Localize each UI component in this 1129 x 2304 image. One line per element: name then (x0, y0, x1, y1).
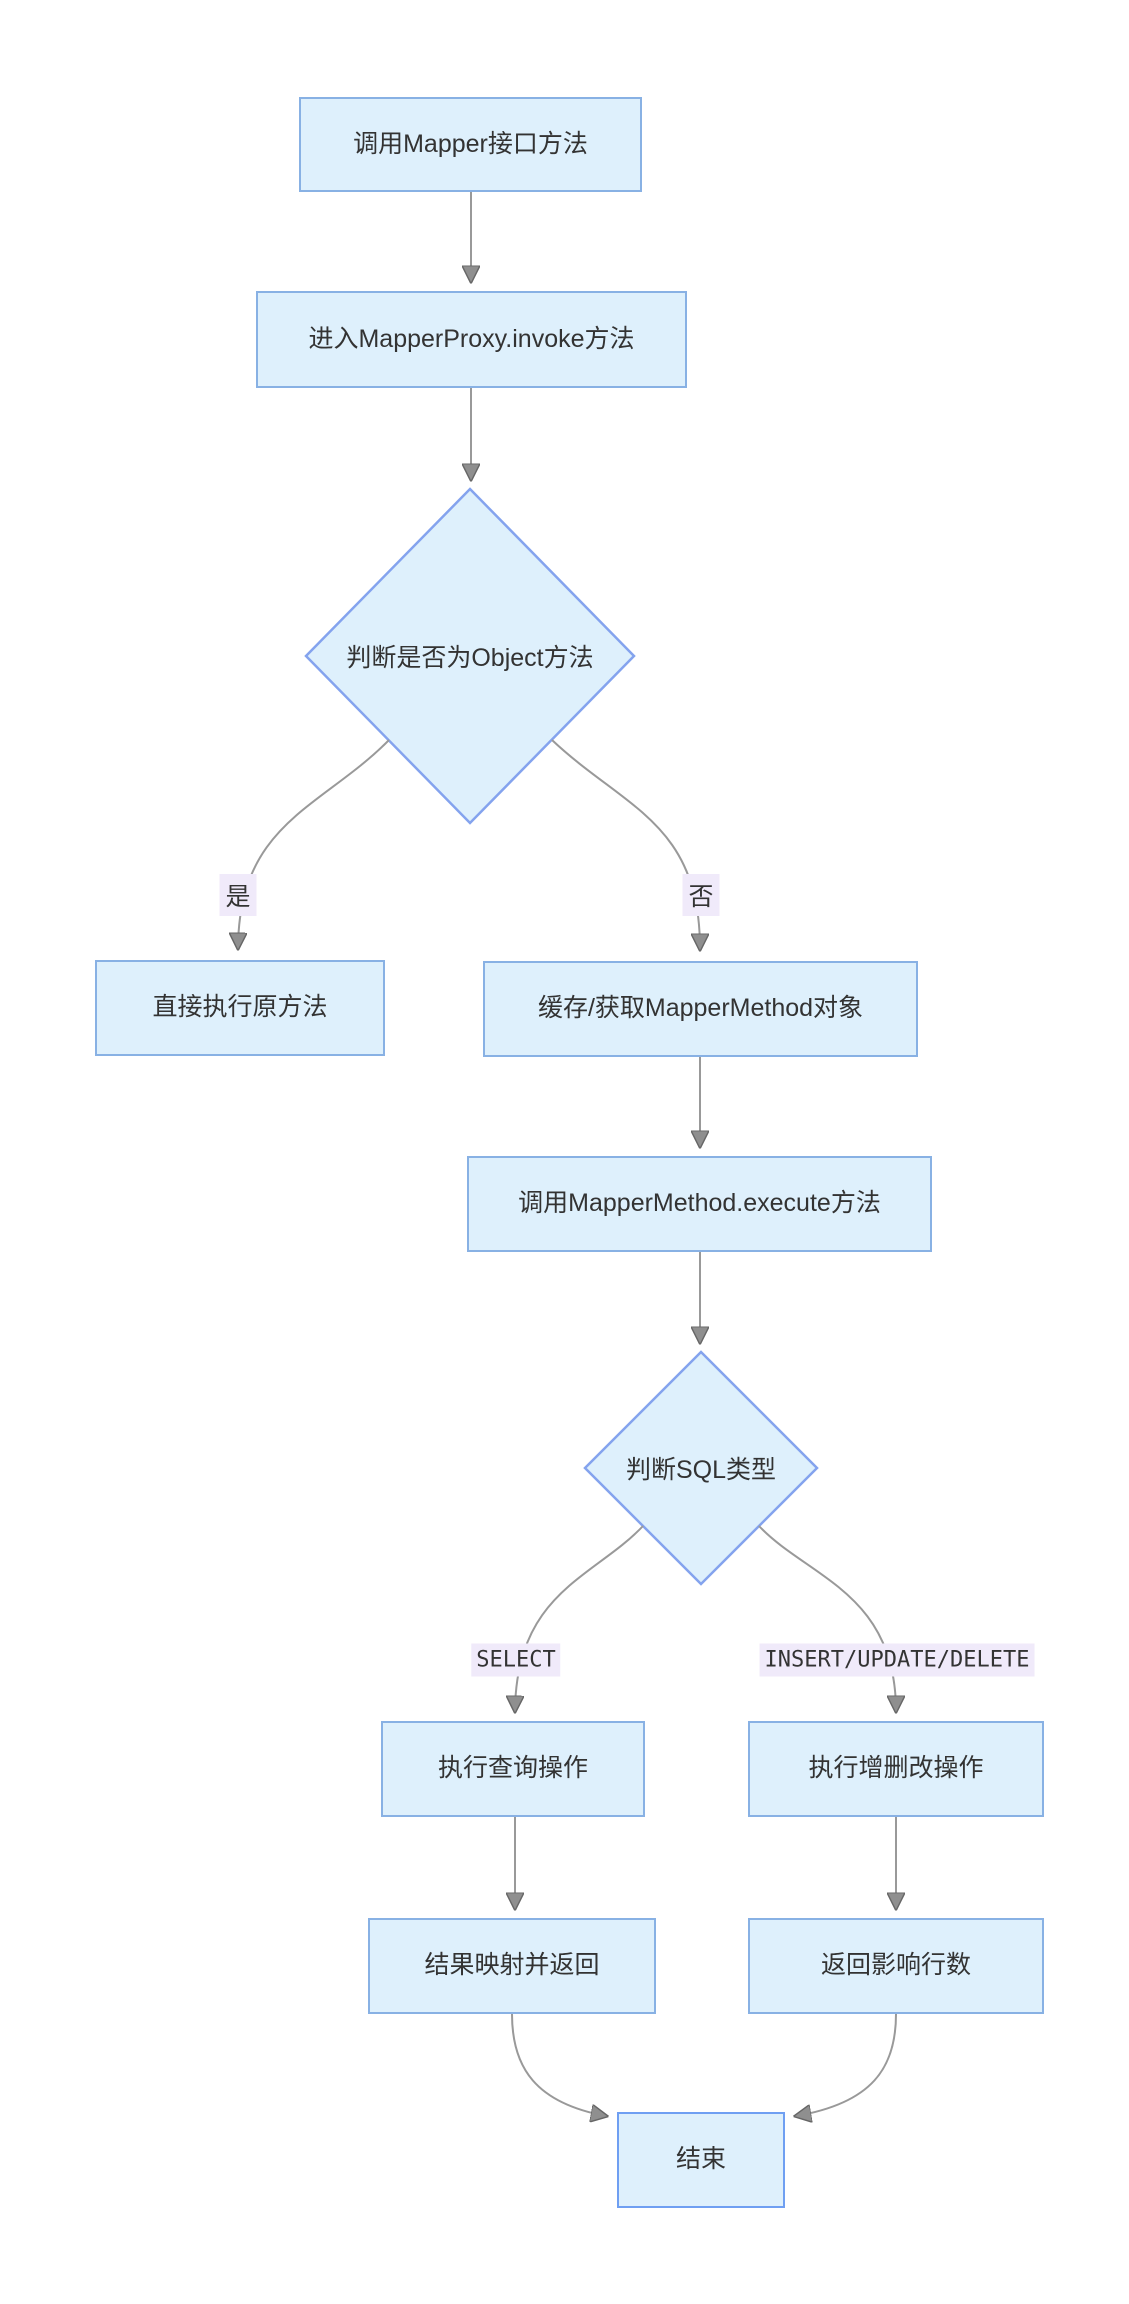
node-query-operation: 执行查询操作 (381, 1721, 645, 1817)
edge-decision-yes (238, 739, 390, 948)
edge-decision-no (551, 739, 700, 949)
edge-label-no: 否 (682, 874, 720, 916)
node-call-mapper-method: 调用Mapper接口方法 (299, 97, 642, 192)
edge-result-to-end (511, 2013, 606, 2116)
decision-is-object-method: 判断是否为Object方法 (346, 644, 594, 672)
node-mapper-proxy-invoke: 进入MapperProxy.invoke方法 (256, 291, 687, 388)
node-call-mapper-method-execute: 调用MapperMethod.execute方法 (467, 1156, 932, 1252)
edge-label-select: SELECT (471, 1643, 561, 1677)
node-end: 结束 (617, 2112, 785, 2208)
node-result-mapping-return: 结果映射并返回 (368, 1918, 656, 2014)
edge-label-insert-update-delete: INSERT/UPDATE/DELETE (759, 1643, 1035, 1677)
decision-sql-type: 判断SQL类型 (625, 1456, 777, 1484)
node-dml-operation: 执行增删改操作 (748, 1721, 1044, 1817)
node-execute-original-method: 直接执行原方法 (95, 960, 385, 1056)
diamond-shape-is-object-method (304, 487, 636, 825)
edge-sql-select (515, 1525, 644, 1711)
node-return-affected-rows: 返回影响行数 (748, 1918, 1044, 2014)
node-cache-get-mapper-method: 缓存/获取MapperMethod对象 (483, 961, 918, 1057)
edge-sql-dml (758, 1525, 896, 1711)
edge-label-yes: 是 (219, 874, 257, 916)
edge-rows-to-end (796, 2013, 897, 2116)
